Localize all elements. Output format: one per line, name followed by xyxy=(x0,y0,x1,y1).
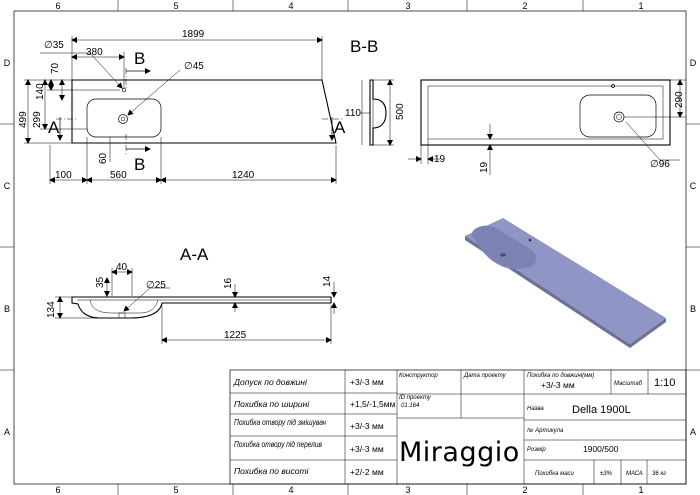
product-3d-render xyxy=(465,218,666,348)
plan-basin xyxy=(86,98,162,138)
bb-outline xyxy=(420,79,671,146)
dim-aa-1225: 1225 xyxy=(224,330,247,341)
dim-19-vertical: 19 xyxy=(479,161,490,173)
brand-logo: Miraggio xyxy=(399,437,520,468)
dim-290: 290 xyxy=(674,91,685,108)
tb-row-label: Похибка отвору під перелив xyxy=(234,439,322,449)
col-label-top: 3 xyxy=(405,1,410,11)
side-section-view xyxy=(360,79,394,146)
tb-mass-label: МАСА xyxy=(626,471,643,477)
col-label-top: 5 xyxy=(173,1,178,11)
col-label-bottom: 5 xyxy=(173,485,178,495)
section-b-bottom-label: B xyxy=(134,155,145,174)
dim-110: 110 xyxy=(345,108,361,119)
dim-aa-14: 14 xyxy=(322,275,333,287)
drain-circle xyxy=(118,114,128,124)
dim-499: 499 xyxy=(18,111,29,128)
tb-row-label: Похибка по висоті xyxy=(234,466,310,476)
dim-299: 299 xyxy=(32,111,43,128)
tb-length-err-label: Похибка по довжині(мм) xyxy=(527,373,594,379)
tb-row-label: Похибка отвору під змішувач xyxy=(234,417,326,427)
tb-length-err-value: +3/-3 мм xyxy=(541,380,575,390)
tb-scale-value: 1:10 xyxy=(654,377,675,389)
dim-aa-134: 134 xyxy=(46,301,57,318)
dim-560: 560 xyxy=(110,170,127,181)
tb-row-label: Похибка по ширині xyxy=(234,399,310,409)
view-aa-title: A-A xyxy=(180,245,209,264)
section-a-right-label: A xyxy=(334,118,346,137)
tb-row-label: Допуск по довжині xyxy=(233,377,308,387)
dim-140: 140 xyxy=(35,83,46,100)
tb-project-id-label: ID проекту xyxy=(399,395,432,401)
tb-size-label: Розмір xyxy=(527,447,546,453)
dim-hole-35: ∅35 xyxy=(44,40,64,51)
tb-project-id: 01.164 xyxy=(401,403,420,409)
col-label-bottom: 2 xyxy=(522,485,527,495)
tb-date-label: Дата проекту xyxy=(463,373,507,379)
tb-scale-label: Масштаб xyxy=(614,381,643,387)
dim-100: 100 xyxy=(55,170,72,181)
dim-1899: 1899 xyxy=(182,29,205,40)
frame-column-labels: 6 5 4 3 2 1 6 5 4 3 2 1 xyxy=(55,1,643,495)
tap-hole xyxy=(121,87,127,93)
frame-row-labels: D C B A D C B A xyxy=(4,58,697,437)
col-label-top: 2 xyxy=(522,1,527,11)
row-label-right: A xyxy=(690,427,696,437)
tb-name-value: Della 1900L xyxy=(572,404,631,416)
row-label-right: D xyxy=(690,58,697,68)
col-label-bottom: 6 xyxy=(55,485,60,495)
tb-row-value: +1,5/-1,5мм xyxy=(350,399,396,409)
view-bb-title: B-B xyxy=(350,37,378,56)
col-label-bottom: 4 xyxy=(288,485,293,495)
tb-row-value: +3/-3 мм xyxy=(350,377,384,387)
row-label-left: B xyxy=(4,304,10,314)
tb-size-value: 1900/500 xyxy=(583,444,619,454)
dim-drain-96: ∅96 xyxy=(650,159,670,170)
dim-aa-drain-25: ∅25 xyxy=(146,280,166,291)
tb-name-label: Назва xyxy=(527,406,544,412)
tb-row-value: +3/-3 мм xyxy=(350,444,384,454)
dim-19-horizontal: 19 xyxy=(434,154,446,165)
dim-aa-40: 40 xyxy=(116,262,128,273)
bb-basin xyxy=(579,94,657,138)
tb-mass-err-value: ±3% xyxy=(600,471,613,477)
row-label-left: C xyxy=(4,181,11,191)
plan-outline xyxy=(71,79,337,144)
col-label-top: 1 xyxy=(638,1,643,11)
row-label-left: D xyxy=(4,58,11,68)
dim-1240: 1240 xyxy=(232,170,255,181)
row-label-right: C xyxy=(690,181,697,191)
col-label-top: 4 xyxy=(288,1,293,11)
section-b-top-label: B xyxy=(134,49,145,68)
dim-aa-16: 16 xyxy=(223,277,234,289)
bb-view xyxy=(408,79,686,175)
col-label-top: 6 xyxy=(55,1,60,11)
col-label-bottom: 3 xyxy=(405,485,410,495)
dim-70: 70 xyxy=(50,62,61,74)
tb-mass-err-label: Похибка маси xyxy=(535,471,575,477)
col-label-bottom: 1 xyxy=(638,485,643,495)
title-block xyxy=(229,369,687,485)
tb-article-label: № Артикула xyxy=(527,427,564,434)
row-label-left: A xyxy=(4,427,10,437)
section-a-left-label: A xyxy=(48,118,60,137)
row-label-right: B xyxy=(690,304,696,314)
tb-constructor-label: Конструктор xyxy=(399,373,438,379)
tb-row-value: +3/-3 мм xyxy=(350,421,384,431)
tb-mass-value: 36 кг xyxy=(652,471,666,477)
dim-drain-45: ∅45 xyxy=(184,61,204,72)
dim-aa-35: 35 xyxy=(95,276,106,288)
dim-500: 500 xyxy=(395,103,406,120)
dim-380: 380 xyxy=(86,47,103,58)
dim-60: 60 xyxy=(98,152,109,164)
aa-section-view xyxy=(55,268,337,344)
plan-view xyxy=(24,36,344,184)
tb-row-value: +2/-2 мм xyxy=(350,467,384,477)
